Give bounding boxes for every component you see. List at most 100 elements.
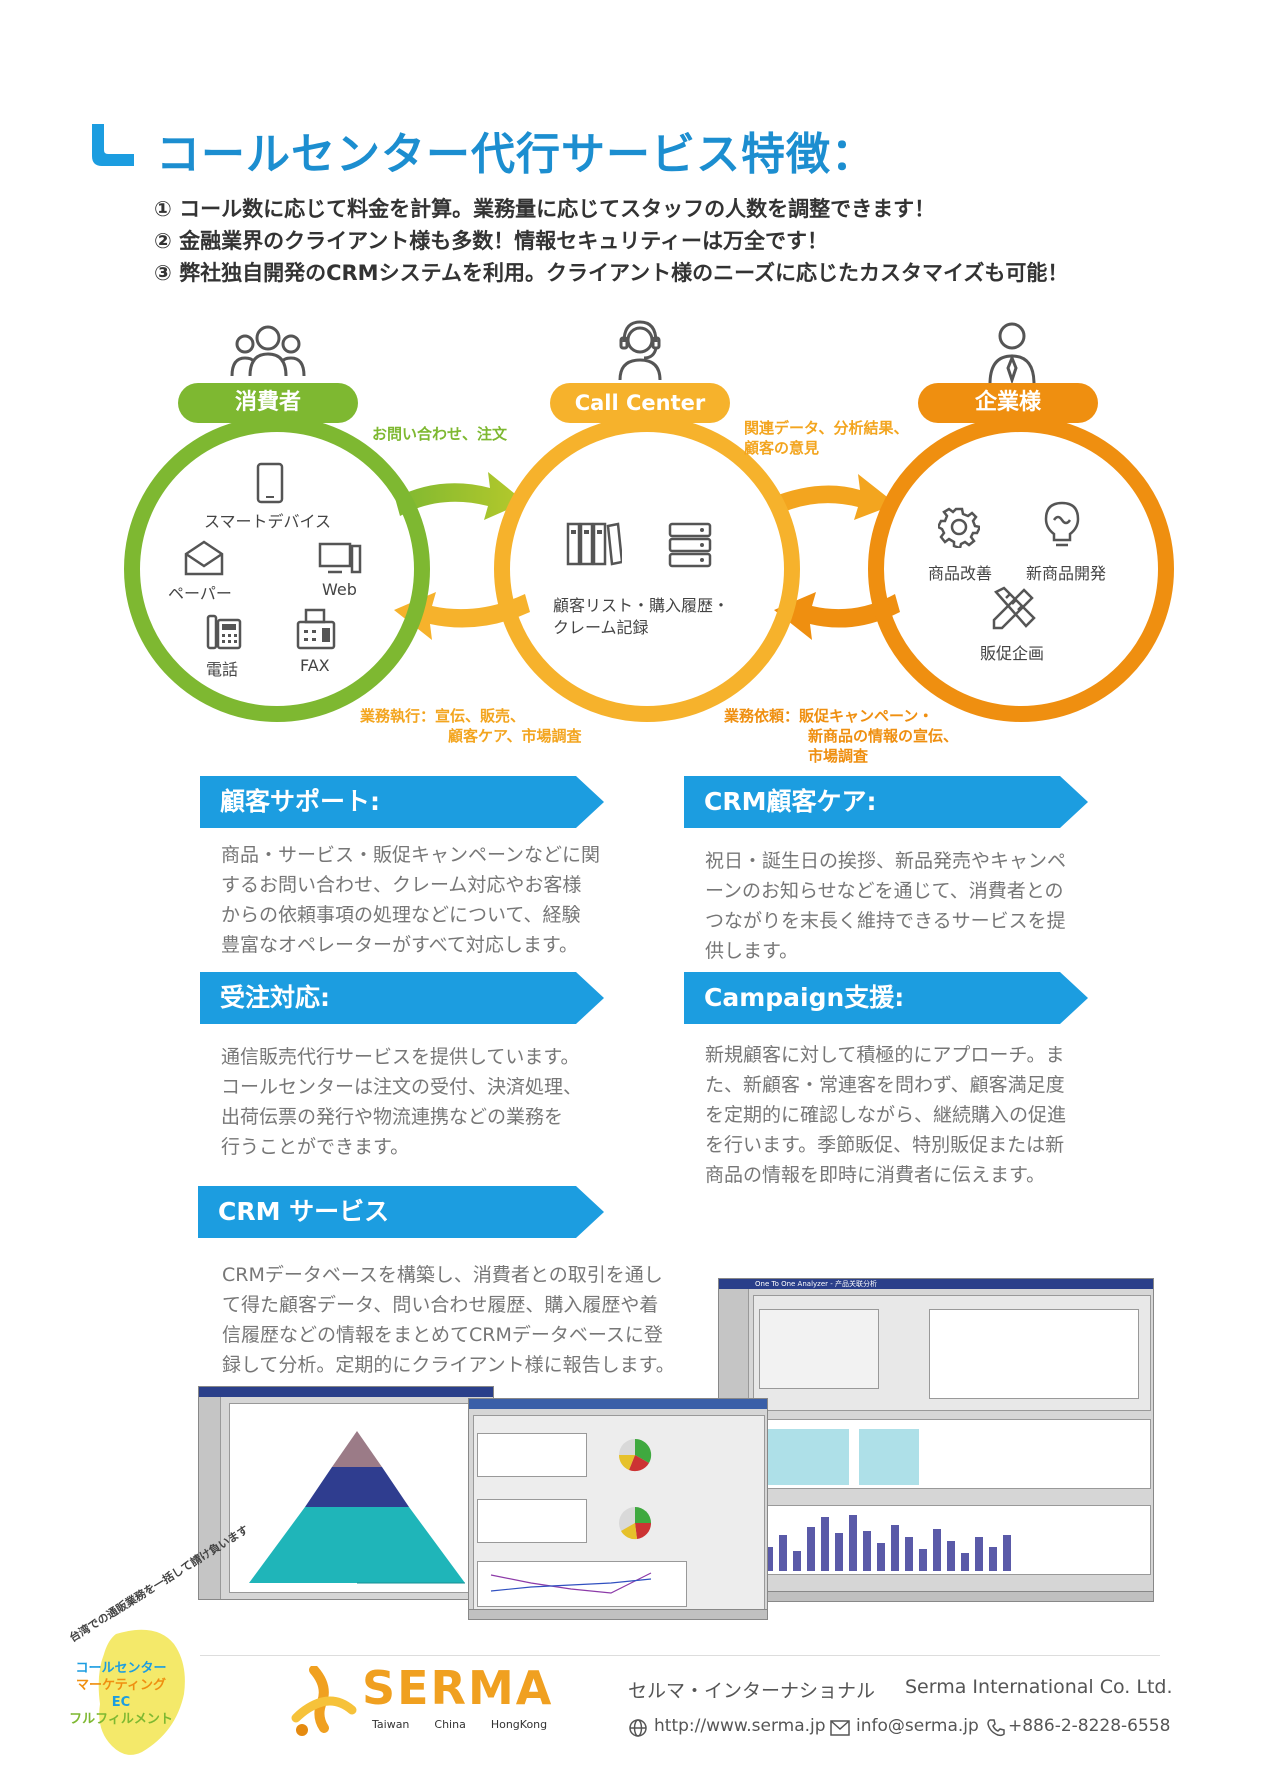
request-arrow (774, 592, 900, 640)
feature-item: ② 金融業界のクライアント様も多数！情報セキュリティーは万全です！ (154, 229, 828, 253)
binders-icon (566, 522, 622, 566)
crm-screenshot-dashboard (468, 1398, 768, 1620)
crm-screenshot-pyramid (198, 1386, 494, 1600)
fax-icon (296, 608, 336, 650)
section-body-line: を定期的に確認しながら、継続購入の促進 (705, 1104, 1067, 1126)
flow-request-label-line2: 新商品の情報の宣伝、 (808, 727, 959, 745)
section-body-line: 通信販売代行サービスを提供しています。 (221, 1046, 580, 1068)
analyzer-bar-chart (765, 1515, 1011, 1571)
flow-exec-label-line1: 業務執行：宣伝、販売、 (360, 707, 526, 725)
callcenter-records-line2: クレーム記録 (553, 618, 649, 637)
website-link[interactable]: http://www.serma.jp (654, 1716, 826, 1736)
section-body-campaign: 新規顧客に対して積極的にアプローチ。ま た、新顧客・常連客を問わず、顧客満足度 … (705, 1040, 1066, 1190)
envelope-icon (184, 540, 224, 576)
lightbulb-icon (1044, 501, 1080, 547)
region-taiwan: Taiwan (372, 1718, 410, 1731)
inquiry-arrow (395, 472, 525, 520)
smartphone-icon (256, 462, 284, 504)
email-link[interactable]: info@serma.jp (856, 1716, 979, 1736)
section-body-line: 録して分析。定期的にクライアント様に報告します。 (222, 1354, 675, 1376)
globe-icon (629, 1719, 647, 1737)
section-body-orders: 通信販売代行サービスを提供しています。 コールセンターは注文の受付、決済処理、 … (221, 1042, 582, 1162)
flow-request-label-line1: 業務依頼：販促キャンペーン・ (724, 707, 934, 725)
section-body-line: つながりを末長く維持できるサービスを提 (705, 910, 1066, 932)
section-body-line: 出荷伝票の発行や物流連携などの業務を (221, 1106, 564, 1128)
pie-chart-1 (618, 1438, 652, 1472)
service-badge (98, 1629, 185, 1755)
title-corner-icon (92, 124, 134, 166)
flow-exec-label-line2: 顧客ケア、市場調査 (448, 727, 582, 745)
pie-chart-2 (619, 1507, 652, 1540)
channel-smart-device: スマートデバイス (204, 512, 332, 531)
company-name-en: Serma International Co. Ltd. (905, 1676, 1173, 1698)
pencil-ruler-icon (992, 586, 1036, 630)
flow-inquiry-label: お問い合わせ、注文 (372, 425, 508, 443)
company-circle (868, 416, 1174, 722)
footer-divider (200, 1655, 1160, 1656)
section-body-line: するお問い合わせ、クレーム対応やお客様 (221, 874, 582, 896)
data-arrow (770, 474, 896, 520)
section-title-crm-care: CRM顧客ケア: (704, 787, 877, 816)
channel-telephone: 電話 (206, 660, 239, 679)
flow-data-label-line2: 顧客の意見 (744, 439, 820, 457)
section-body-line: ーンのお知らせなどを通じて、消費者との (705, 880, 1064, 902)
region-china: China (434, 1718, 466, 1731)
section-body-crm-care: 祝日・誕生日の挨拶、新品発売やキャンペ ーンのお知らせなどを通じて、消費者との … (705, 846, 1066, 966)
section-body-line: 豊富なオペレーターがすべて対応します。 (221, 934, 579, 956)
line-chart (490, 1572, 652, 1594)
badge-line: マーケティング (76, 1678, 166, 1693)
company-name-jp: セルマ・インターナショナル (628, 1680, 876, 1702)
serma-logo-text: SERMA (362, 1661, 554, 1715)
page-title: コールセンター代行サービス特徴： (156, 129, 876, 180)
section-body-line: 信履歴などの情報をまとめてCRMデータベースに登 (222, 1324, 663, 1346)
channel-paper: ペーパー (168, 584, 232, 603)
phone-number: +886-2-8228-6558 (1008, 1716, 1171, 1736)
screenshot-window-title: One To One Analyzer - 产品关联分析 (755, 1280, 877, 1288)
section-banner-orders: 受注対応: (200, 972, 604, 1024)
headset-operator-icon (618, 320, 662, 381)
section-body-line: 商品・サービス・販促キャンペーンなどに関 (221, 844, 601, 866)
section-body-line: 商品の情報を即時に消費者に伝えます。 (705, 1164, 1046, 1186)
section-banner-support: 顧客サポート: (200, 776, 604, 828)
feature-item: ① コール数に応じて料金を計算。業務量に応じてスタッフの人数を調整できます！ (154, 197, 936, 221)
flow-arrows (394, 472, 900, 640)
region-hongkong: HongKong (490, 1718, 548, 1731)
company-item-promotion-planning: 販促企画 (980, 644, 1045, 663)
section-title-campaign: Campaign支援: (704, 983, 905, 1012)
section-banner-crm-service: CRM サービス (198, 1186, 604, 1238)
section-body-line: 祝日・誕生日の挨拶、新品発売やキャンペ (705, 850, 1067, 872)
section-title-crm-service: CRM サービス (218, 1197, 390, 1226)
section-body-line: からの依頼事項の処理などについて、経験 (221, 904, 581, 926)
flow-data-label-line1: 関連データ、分析結果、 (744, 419, 909, 437)
group-people-icon (230, 325, 306, 377)
section-body-line: を行います。季節販促、特別販促または新 (705, 1134, 1065, 1156)
badge-lines: コールセンター マーケティング EC フルフィルメント (62, 1660, 180, 1728)
feature-list: ① コール数に応じて料金を計算。業務量に応じてスタッフの人数を調整できます！ ②… (154, 193, 1068, 289)
company-item-product-improvement: 商品改善 (928, 564, 993, 583)
pyramid-chart (249, 1431, 465, 1584)
serma-logo-mark (291, 1666, 357, 1736)
channel-web: Web (322, 580, 357, 599)
mail-icon (830, 1720, 850, 1736)
section-banner-campaign: Campaign支援: (684, 972, 1088, 1024)
section-body-support: 商品・サービス・販促キャンペーンなどに関 するお問い合わせ、クレーム対応やお客様… (221, 840, 600, 960)
section-body-line: CRMデータベースを構築し、消費者との取引を通し (222, 1264, 663, 1286)
section-body-line: コールセンターは注文の受付、決済処理、 (221, 1076, 583, 1098)
section-banner-crm-care: CRM顧客ケア: (684, 776, 1088, 828)
company-item-new-product: 新商品開発 (1026, 564, 1107, 583)
section-title-orders: 受注対応: (220, 983, 330, 1012)
exec-arrow (394, 592, 530, 640)
consumer-label: 消費者 (178, 383, 358, 423)
callcenter-circle (494, 416, 800, 722)
feature-item: ③ 弊社独自開発のCRMシステムを利用。クライアント様のニーズに応じたカスタマイ… (154, 261, 1069, 285)
callcenter-records-line1: 顧客リスト・購入履歴・ (553, 596, 730, 615)
server-database-icon (668, 522, 712, 568)
computer-icon (318, 542, 362, 574)
section-body-line: 新規顧客に対して積極的にアプローチ。ま (705, 1044, 1065, 1066)
section-body-line: 供します。 (705, 940, 799, 962)
company-label: 企業様 (918, 383, 1098, 423)
section-title-support: 顧客サポート: (220, 787, 380, 816)
badge-line: EC (111, 1695, 131, 1710)
phone-icon (987, 1719, 1005, 1737)
logo-regions: Taiwan China HongKong (372, 1718, 547, 1731)
